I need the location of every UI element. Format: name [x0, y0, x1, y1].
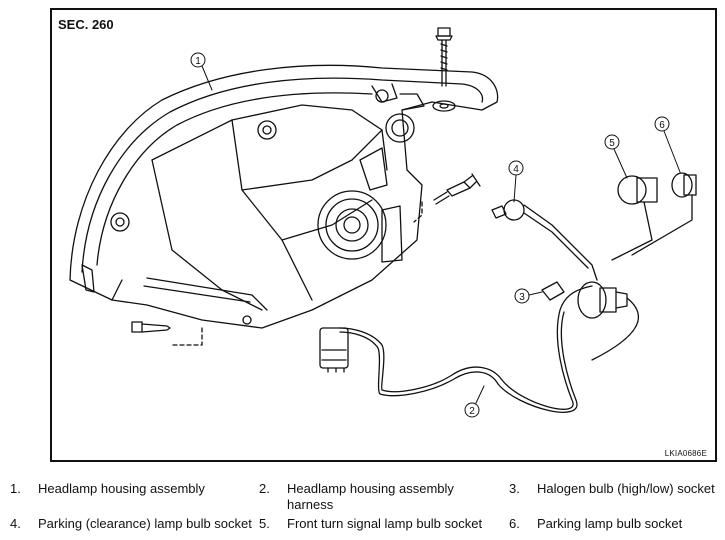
legend-text-6: Parking lamp bulb socket: [537, 516, 683, 531]
legend-num-4: 4.: [10, 516, 21, 531]
wiring-harness: [319, 285, 593, 413]
callout-1: [190, 52, 213, 91]
callout-6: [654, 116, 681, 173]
socket-turn-signal: [611, 175, 658, 261]
legend-num-1: 1.: [10, 481, 21, 496]
legend-text-3: Halogen bulb (high/low) socket: [537, 481, 715, 496]
section-label: SEC. 260: [58, 17, 114, 32]
legend-num-6: 6.: [509, 516, 520, 531]
socket-halogen: [541, 281, 639, 361]
housing-rim: [81, 77, 484, 273]
callout-3: [514, 288, 543, 304]
side-screw: [433, 173, 481, 205]
socket-parking: [631, 172, 697, 256]
callout-4: [508, 160, 524, 203]
callout-label-4: 4: [513, 164, 519, 175]
legend-text-1: Headlamp housing assembly: [38, 481, 205, 496]
bottom-screw: [131, 321, 171, 333]
legend-num-3: 3.: [509, 481, 520, 496]
legend-text-4: Parking (clearance) lamp bulb socket: [38, 516, 252, 531]
figure-code: LKIA0686E: [664, 449, 707, 458]
callout-label-2: 2: [469, 406, 475, 417]
legend-num-5: 5.: [259, 516, 270, 531]
callout-label-6: 6: [659, 120, 665, 131]
callout-5: [604, 134, 628, 179]
legend-text-2: Headlamp housing assembly harness: [287, 481, 454, 512]
callout-2: [464, 385, 485, 418]
callout-label-1: 1: [195, 56, 201, 67]
callout-label-5: 5: [609, 138, 615, 149]
headlamp-exploded-illustration: 1 2 3 4 5 6: [69, 27, 697, 418]
socket-parking-clearance: [491, 199, 598, 281]
callout-label-3: 3: [519, 292, 525, 303]
bulb-socket-opening: [317, 147, 403, 263]
diagram-frame: 1 2 3 4 5 6 SEC. 260 LKIA0686E: [50, 8, 717, 462]
legend-num-2: 2.: [259, 481, 270, 496]
legend-text-5: Front turn signal lamp bulb socket: [287, 516, 483, 531]
top-bolt: [432, 27, 456, 112]
